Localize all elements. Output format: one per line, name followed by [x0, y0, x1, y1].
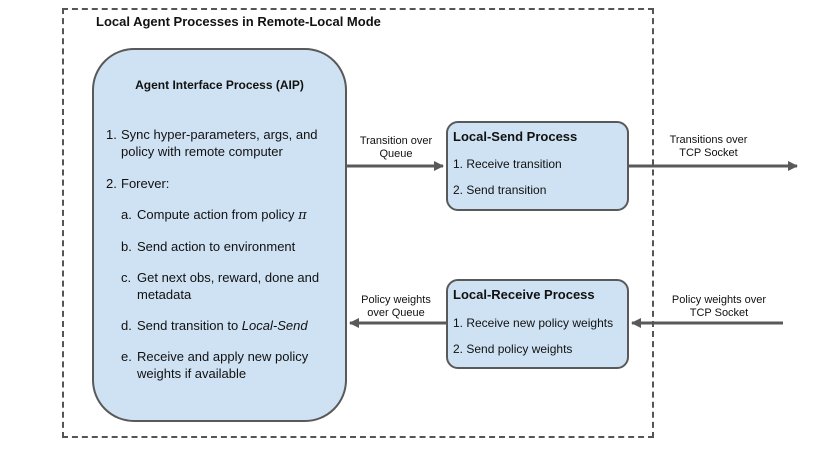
weights-tcp-label: Policy weights over TCP Socket — [659, 294, 779, 320]
edge-label-line: Policy weights over — [671, 294, 767, 306]
aip-step-1: 1. Sync hyper-parameters, args, and poli… — [106, 126, 342, 160]
substep-text: Send action to environment — [137, 239, 296, 254]
local-send-title: Local-Send Process — [453, 129, 578, 144]
edge-label-line: Transition over — [359, 135, 433, 147]
substep-text: Send transition to Local-Send — [137, 317, 308, 334]
aip-substep-b: b. Send action to environment — [121, 238, 342, 255]
edge-label-line: TCP Socket — [689, 307, 749, 319]
aip-step-list: 1. Sync hyper-parameters, args, and poli… — [106, 126, 342, 396]
policy-symbol: π — [298, 208, 307, 223]
edge-label-line: Queue — [379, 148, 413, 160]
local-receive-title: Local-Receive Process — [453, 287, 595, 302]
substep-letter: c. — [121, 270, 132, 285]
aip-substep-e: e. Receive and apply new policy weights … — [121, 348, 342, 382]
substep-letter: e. — [121, 349, 132, 364]
remote-local-mode-frame — [62, 8, 654, 438]
local-receive-item-1: 1. Receive new policy weights — [453, 316, 614, 330]
edge-label-line: TCP Socket — [679, 147, 738, 159]
edge-label-line: over Queue — [367, 307, 425, 319]
local-receive-item-2: 2. Send policy weights — [453, 342, 573, 356]
aip-title: Agent Interface Process (AIP) — [135, 78, 304, 92]
step-text: Forever: — [121, 176, 170, 191]
local-send-item-2: 2. Send transition — [453, 183, 547, 197]
aip-substep-c: c. Get next obs, reward, done and metada… — [121, 269, 342, 303]
substep-letter: a. — [121, 207, 132, 222]
substep-text: Compute action from policy π — [137, 206, 307, 224]
frame-title: Local Agent Processes in Remote-Local Mo… — [96, 14, 381, 29]
substep-letter: b. — [121, 239, 132, 254]
step-number: 2. — [106, 176, 117, 191]
substep-a-text: Compute action from policy — [137, 207, 299, 222]
transition-queue-label: Transition over Queue — [352, 135, 440, 161]
agent-interface-process-box: Agent Interface Process (AIP) 1. Sync hy… — [92, 48, 347, 422]
aip-substep-d: d. Send transition to Local-Send — [121, 317, 342, 334]
edge-label-line: Transitions over — [669, 134, 748, 146]
edge-label-line: Policy weights — [361, 294, 431, 306]
substep-text: Receive and apply new policy weights if … — [137, 349, 309, 381]
substep-letter: d. — [121, 318, 132, 333]
aip-substep-a: a. Compute action from policy π — [121, 206, 342, 224]
local-send-reference: Local-Send — [241, 318, 308, 333]
transitions-tcp-label: Transitions over TCP Socket — [656, 134, 761, 160]
local-receive-process-box: Local-Receive Process 1. Receive new pol… — [446, 279, 629, 369]
step-number: 1. — [106, 127, 117, 142]
step-text: Sync hyper-parameters, args, and policy … — [121, 127, 318, 159]
local-send-item-1: 1. Receive transition — [453, 157, 562, 171]
substep-text: Get next obs, reward, done and metadata — [137, 270, 320, 302]
aip-step-2: 2. Forever: — [106, 175, 342, 192]
substep-d-text: Send transition to — [137, 318, 242, 333]
local-send-process-box: Local-Send Process 1. Receive transition… — [446, 121, 629, 211]
weights-queue-label: Policy weights over Queue — [352, 294, 440, 320]
